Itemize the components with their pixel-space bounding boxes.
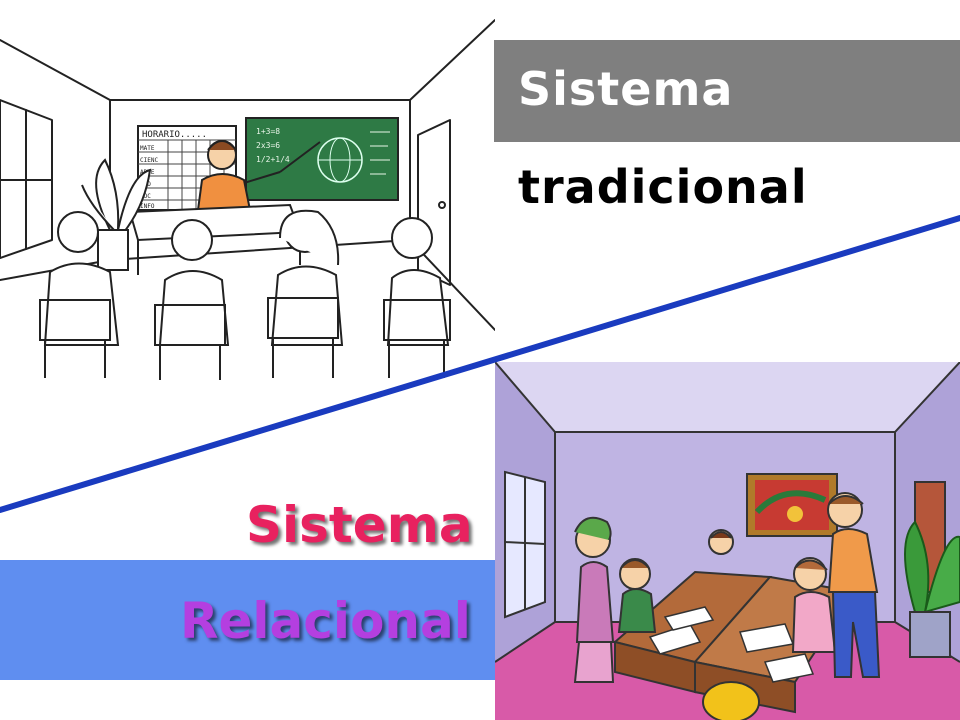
schedule-subject: MATE xyxy=(140,145,155,152)
teacher-desk xyxy=(128,203,302,275)
teacher-figure xyxy=(196,140,321,211)
chalkboard: 1+3=8 2x3=6 1/2+1/4 xyxy=(245,117,399,201)
traditional-title-line2: tradicional xyxy=(518,160,808,214)
schedule-heading: HORARIO..... xyxy=(142,130,207,140)
chair xyxy=(702,681,760,720)
relational-classroom-illustration xyxy=(495,362,960,720)
schedule-subject: CIENC xyxy=(140,157,158,164)
traditional-title-line1: Sistema xyxy=(518,62,734,116)
traditional-classroom-illustration: HORARIO..... MATE CIENC ARTE GEO SOC INF… xyxy=(0,19,495,380)
board-equation: 2x3=6 xyxy=(256,141,280,150)
students-and-teacher xyxy=(573,492,881,683)
window xyxy=(504,470,546,619)
relational-title-bar xyxy=(0,560,495,680)
painting xyxy=(746,473,838,537)
schedule-subject: SOC xyxy=(140,193,151,200)
traditional-title-bar xyxy=(494,40,960,142)
board-equation: 1/2+1/4 xyxy=(256,155,290,164)
schedule-subject: INFO xyxy=(140,203,155,210)
board-equation: 1+3=8 xyxy=(256,127,280,136)
open-books xyxy=(648,606,815,683)
relational-title-line2: Relacional xyxy=(180,592,471,650)
plant xyxy=(904,520,960,658)
relational-title-line1: Sistema xyxy=(246,496,473,554)
